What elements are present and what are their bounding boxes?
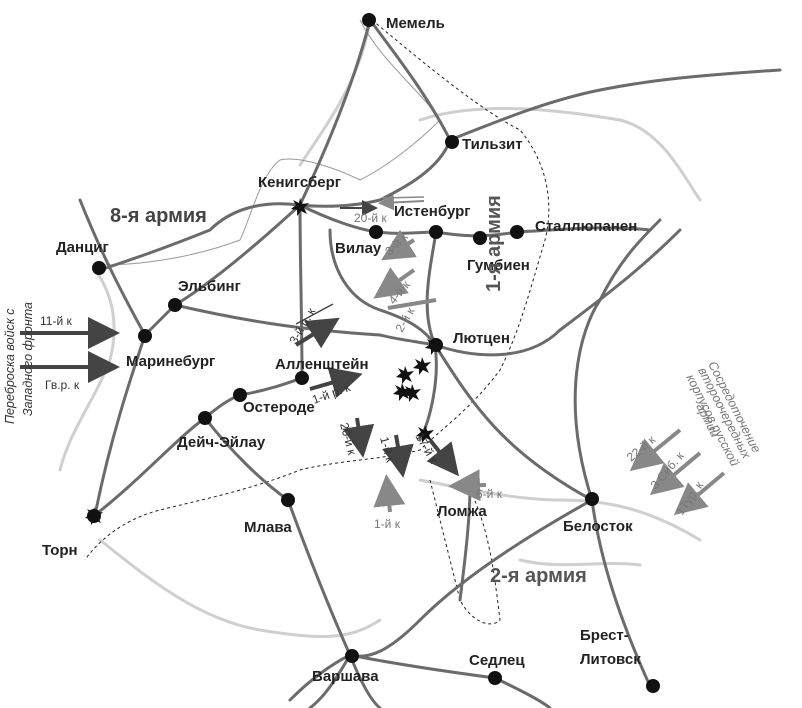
- railway: [328, 228, 437, 347]
- river: [58, 268, 116, 472]
- railway: [288, 653, 352, 702]
- city-dot-danzig: [92, 261, 106, 275]
- city-label-brest-2: Литовск: [580, 651, 641, 668]
- arrow-20k-left: [378, 194, 425, 211]
- city-label-elbing: Эльбинг: [178, 278, 241, 295]
- corps-label-gv: Гв.р. к: [45, 378, 80, 392]
- railway: [573, 218, 662, 502]
- city-dot-deutsch-eylau: [198, 411, 212, 425]
- arrow-4k: [373, 267, 416, 299]
- city-label-deutsch-eylau: Дейч-Эйлау: [177, 434, 266, 451]
- city-label-thorn: Торн: [42, 542, 78, 559]
- city-dot-gumbinen: [473, 231, 487, 245]
- city-dot-sedlets: [488, 671, 502, 685]
- corps-label-1k-a: 1-й к: [377, 435, 397, 464]
- river: [518, 558, 642, 567]
- arrow-1turk: [673, 471, 726, 516]
- city-label-osterode: Остероде: [243, 399, 315, 416]
- railway: [298, 203, 652, 238]
- railway: [433, 228, 682, 357]
- city-label-mlava: Млава: [244, 519, 292, 536]
- railway: [348, 498, 594, 658]
- city-dot-marienburg: [138, 329, 152, 343]
- city-dot-elbing: [168, 298, 182, 312]
- city-label-lomzha: Ломжа: [437, 503, 487, 520]
- arrow-20k: [342, 417, 375, 458]
- railway: [203, 416, 382, 708]
- arrow-1k-ru: [373, 474, 406, 513]
- city-dot-warsaw: [345, 649, 359, 663]
- city-label-istenburg: Истенбург: [394, 203, 471, 220]
- city-label-konigsberg: Кенигсберг: [258, 174, 341, 191]
- city-label-vilau: Вилау: [335, 240, 382, 257]
- arrow-3res-line: [295, 303, 334, 325]
- arrow-20k-left-line: [381, 196, 425, 199]
- army-label-1: 1-я армия: [483, 195, 505, 292]
- corps-label-20k-b: 20-й к: [337, 421, 359, 457]
- railway: [348, 653, 552, 708]
- city-label-marienburg: Маринебург: [126, 353, 215, 370]
- battle-icon: [413, 357, 431, 375]
- city-label-memel: Мемель: [386, 15, 445, 32]
- city-dot-memel: [362, 13, 376, 27]
- battle-icon: [396, 366, 414, 384]
- river: [298, 18, 372, 167]
- arrow-3sib: [649, 451, 702, 496]
- arrow-22k: [629, 428, 682, 472]
- border-line: [84, 19, 550, 561]
- corps-label-20k: 20-й к: [354, 211, 387, 225]
- city-label-warsaw: Варшава: [312, 668, 379, 685]
- city-label-allenstein: Алленштейн: [275, 356, 369, 373]
- army-label-8: 8-я армия: [110, 205, 207, 227]
- river: [98, 538, 382, 639]
- railway: [298, 203, 304, 380]
- border-line: [429, 479, 501, 625]
- city-dot-allenstein: [295, 371, 309, 385]
- city-dot-vilau: [369, 225, 383, 239]
- city-label-danzig: Данциг: [56, 239, 109, 256]
- city-dot-osterode: [233, 388, 247, 402]
- city-dot-stallupenen: [510, 225, 524, 239]
- city-label-belostok: Белосток: [563, 518, 633, 535]
- arrow-1k: [382, 434, 414, 478]
- corps-label-1turk: 1Тур. к: [673, 478, 707, 518]
- city-label-gumbinen: Гумбиен: [467, 257, 530, 274]
- city-label-sedlets: Седлец: [469, 652, 525, 669]
- corps-label-6k: 6-й к: [476, 487, 503, 501]
- city-label-stallupenen: Сталлюпанен: [535, 218, 637, 235]
- arrow-6k: [448, 469, 487, 502]
- railway: [298, 18, 372, 207]
- arrow-17k: [426, 438, 459, 477]
- army-label-2: 2-я армия: [490, 565, 587, 587]
- railway: [308, 653, 352, 708]
- railway: [298, 18, 452, 208]
- railway: [143, 203, 302, 337]
- railway: [93, 376, 304, 517]
- railway: [173, 303, 437, 347]
- city-label-brest-1: Брест-: [580, 627, 629, 644]
- corps-label-11k: 11-й к: [40, 314, 72, 328]
- arrow-1res: [309, 367, 363, 399]
- city-dot-tilsit: [445, 135, 459, 149]
- coastline: [99, 19, 441, 266]
- corps-label-1k-b: 1-й к: [374, 517, 401, 531]
- side-note-left-2: Западного фронта: [21, 302, 35, 416]
- railway: [448, 68, 782, 142]
- city-label-lutzen: Лютцен: [453, 330, 510, 347]
- side-note-left-1: Переброска войск с: [3, 308, 17, 424]
- city-dot-istenburg: [429, 225, 443, 239]
- arrow-2k: [387, 298, 437, 310]
- arrow-3res: [294, 317, 340, 349]
- battle-icon: [403, 384, 421, 402]
- city-dot-mlava: [281, 493, 295, 507]
- corps-label-2k: 2-й к: [392, 304, 417, 334]
- river: [418, 106, 702, 202]
- city-label-tilsit: Тильзит: [462, 136, 523, 153]
- city-dot-belostok: [585, 492, 599, 506]
- arrow-3k: [381, 229, 417, 261]
- city-dot-brest: [646, 679, 660, 693]
- railway: [98, 202, 302, 272]
